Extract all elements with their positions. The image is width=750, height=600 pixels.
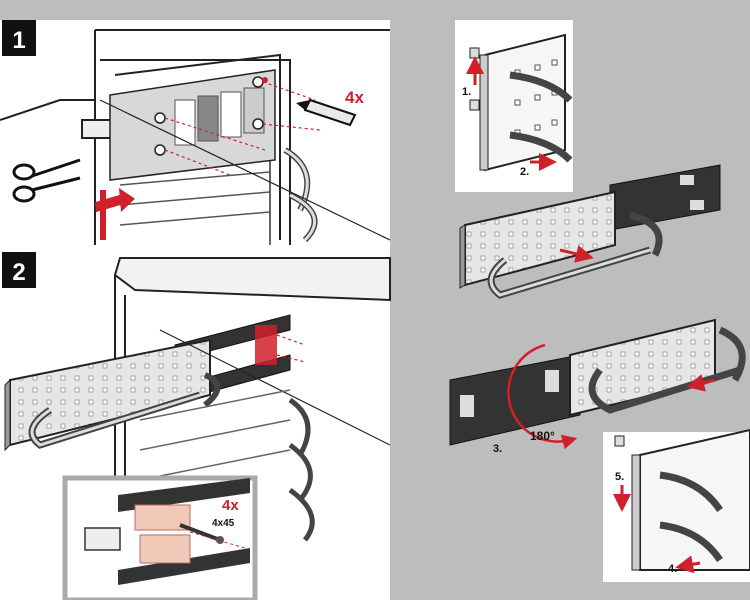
- step-2-badge: [2, 252, 36, 288]
- inset-detail: 4x 4x45: [62, 475, 258, 600]
- rotation-label: 180°: [530, 429, 555, 443]
- step-2-count: 4x: [222, 497, 239, 514]
- panel-step-2: 4x 4x45 2: [0, 248, 391, 600]
- screw-icon: [179, 523, 224, 544]
- substep-5-label: 5.: [615, 471, 624, 483]
- substep-4-label: 4.: [668, 563, 677, 575]
- detail-steps-4-5: 5. 4.: [603, 428, 750, 582]
- substep-2-label: 2.: [520, 166, 529, 178]
- arrow-icon: [675, 555, 701, 574]
- substep-1-label: 1.: [462, 86, 471, 98]
- screw-size-label: 4x45: [212, 518, 235, 529]
- cabinet-drawing: [0, 29, 390, 245]
- perforated-tray: [4, 338, 221, 452]
- step-1-badge: [2, 20, 36, 56]
- step-1-count: 4x: [345, 88, 364, 107]
- scissors-icon: [12, 158, 81, 203]
- substep-3-label: 3.: [493, 443, 502, 455]
- step-1-number: 1: [12, 27, 25, 54]
- panel-step-1: 4x 1: [0, 20, 391, 248]
- rotate-arrow-icon: [507, 343, 578, 450]
- tray-slide-apart: [459, 164, 721, 299]
- detail-steps-1-2: 1. 2.: [455, 20, 573, 192]
- bracket-bottom: [139, 534, 191, 564]
- rotate-step-3: 180° 3.: [449, 318, 746, 455]
- pencil-icon: [296, 98, 357, 127]
- drilling-template: [109, 69, 321, 181]
- step-2-number: 2: [12, 259, 25, 286]
